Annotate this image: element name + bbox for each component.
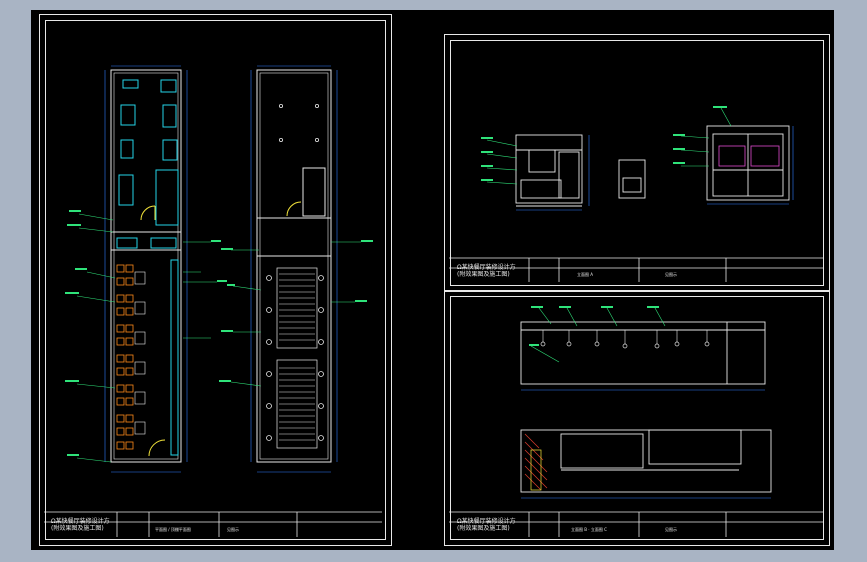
cad-model-space[interactable]: Ω某快餐厅装修设计方 (附效果图及施工图) 平面图 / 顶棚平面图 见图示 <box>31 10 834 550</box>
right-top-title-project: Ω某快餐厅装修设计方 <box>457 264 516 271</box>
ceiling-lights <box>266 104 324 441</box>
left-title-project-sub: (附效果图及施工图) <box>51 525 104 532</box>
right-bottom-title-drawing: 立面图 B · 立面图 C <box>571 527 607 532</box>
right-bottom-sheet-inner-frame <box>450 296 824 540</box>
right-top-drawing <box>449 106 823 282</box>
right-bottom-sheet-border <box>444 290 830 546</box>
left-sheet-border <box>39 14 392 546</box>
dimension-lines <box>104 65 338 473</box>
right-top-title-project-sub: (附效果图及施工图) <box>457 271 510 278</box>
right-bottom-title-scale: 见图示 <box>665 527 677 532</box>
left-title-drawing: 平面图 / 顶棚平面图 <box>155 527 191 532</box>
right-top-sheet-border <box>444 34 830 292</box>
right-top-title-drawing: 立面图 A <box>577 272 594 277</box>
dining-tables <box>134 271 146 435</box>
leader-labels <box>76 213 361 463</box>
ceiling-slats <box>279 273 315 441</box>
left-title-project: Ω某快餐厅装修设计方 <box>51 518 110 525</box>
dining-chairs <box>116 264 134 450</box>
right-bottom-drawing <box>449 306 823 537</box>
left-title-scale: 见图示 <box>227 527 239 532</box>
right-bottom-title-project: Ω某快餐厅装修设计方 <box>457 518 516 525</box>
ceiling-plan <box>256 69 332 463</box>
left-sheet-inner-frame <box>45 20 386 540</box>
label-text-blocks <box>65 210 373 456</box>
floor-plan <box>110 69 182 463</box>
left-title-block <box>44 511 382 537</box>
right-bottom-title-project-sub: (附效果图及施工图) <box>457 525 510 532</box>
right-top-title-scale: 见图示 <box>665 272 677 277</box>
left-sheet-drawing <box>65 65 373 473</box>
right-top-sheet-inner-frame <box>450 40 824 286</box>
